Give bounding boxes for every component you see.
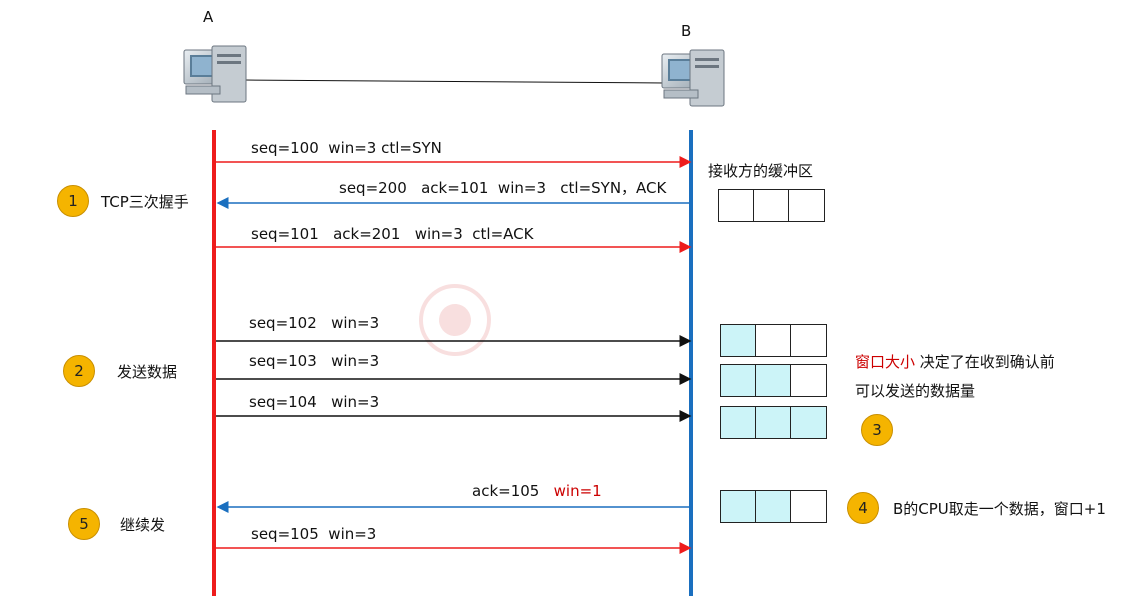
- computer-icon-b: [661, 49, 725, 107]
- step-1: 1 TCP三次握手: [57, 185, 189, 217]
- step-badge: 2: [63, 355, 95, 387]
- buffer-slot-filled: [721, 365, 756, 396]
- buffer-state-2: [720, 364, 827, 397]
- message-syn: seq=100 win=3 ctl=SYN: [251, 139, 442, 157]
- message-ack: seq=101 ack=201 win=3 ctl=ACK: [251, 225, 534, 243]
- buffer-state-1: [720, 324, 827, 357]
- step-label: 继续发: [120, 515, 166, 534]
- message-ack-105: ack=105 win=1: [472, 482, 602, 500]
- window-value: win=1: [553, 482, 602, 500]
- step-badge: 5: [68, 508, 100, 540]
- window-size-note-line1: 决定了在收到确认前: [915, 353, 1055, 371]
- buffer-slot-empty: [789, 190, 824, 221]
- message-syn-ack: seq=200 ack=101 win=3 ctl=SYN，ACK: [339, 179, 667, 197]
- step-badge: 4: [847, 492, 879, 524]
- buffer-slot-empty: [791, 365, 826, 396]
- watermark-logo: [419, 284, 491, 356]
- computer-icon-a: [183, 45, 247, 103]
- buffer-slot-filled: [756, 407, 791, 438]
- window-size-highlight: 窗口大小: [855, 353, 916, 371]
- step-label: 发送数据: [117, 362, 178, 381]
- network-link: [244, 79, 666, 84]
- buffer-title: 接收方的缓冲区: [708, 162, 814, 180]
- message-seq-105: seq=105 win=3: [251, 525, 377, 543]
- buffer-slot-filled: [791, 407, 826, 438]
- message-seq-103: seq=103 win=3: [249, 352, 380, 370]
- buffer-slot-filled: [721, 491, 756, 522]
- host-a-label: A: [203, 8, 214, 26]
- step-5: 5 继续发: [68, 508, 165, 540]
- ack-value: ack=105: [472, 482, 540, 500]
- buffer-slot-empty: [754, 190, 789, 221]
- step-label: B的CPU取走一个数据，窗口+1: [893, 499, 1106, 518]
- step-badge: 1: [57, 185, 89, 217]
- buffer-slot-empty: [756, 325, 791, 356]
- buffer-slot-filled: [756, 365, 791, 396]
- buffer-state-4: [720, 490, 827, 523]
- message-seq-104: seq=104 win=3: [249, 393, 380, 411]
- buffer-slot-empty: [791, 491, 826, 522]
- step-4: 4 B的CPU取走一个数据，窗口+1: [847, 492, 1106, 524]
- buffer-slot-filled: [756, 491, 791, 522]
- buffer-slot-filled: [721, 325, 756, 356]
- step-badge: 3: [861, 414, 893, 446]
- message-seq-102: seq=102 win=3: [249, 314, 380, 332]
- host-b-label: B: [681, 22, 692, 40]
- step-2: 2 发送数据: [63, 355, 177, 387]
- buffer-slot-empty: [719, 190, 754, 221]
- buffer-slot-filled: [721, 407, 756, 438]
- step-3: 3: [861, 414, 893, 446]
- window-size-note: 窗口大小 决定了在收到确认前 可以发送的数据量: [855, 348, 1055, 406]
- buffer-slot-empty: [791, 325, 826, 356]
- step-label: TCP三次握手: [101, 192, 189, 211]
- buffer-state-0: [718, 189, 825, 222]
- window-size-note-line2: 可以发送的数据量: [855, 382, 976, 400]
- buffer-state-3: [720, 406, 827, 439]
